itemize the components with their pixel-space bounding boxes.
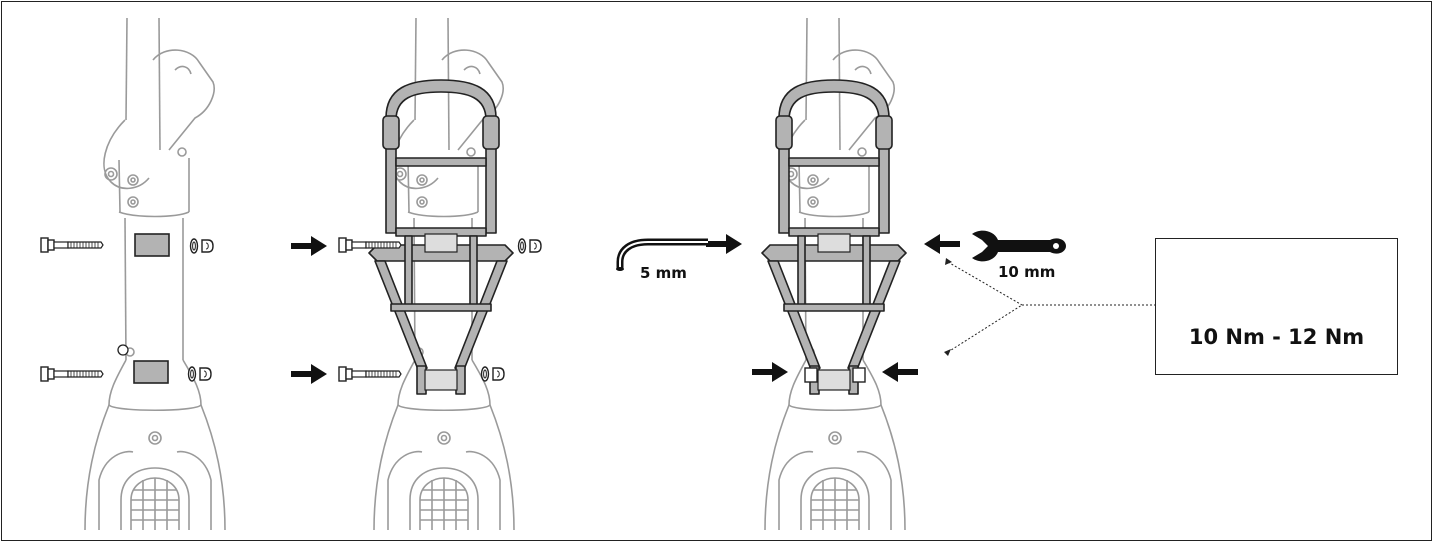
push-arrow-icon xyxy=(882,362,918,382)
lower-bolt-icon xyxy=(338,366,402,382)
step1-fork xyxy=(40,17,226,531)
torque-value: 10 Nm - 12 Nm xyxy=(1188,325,1365,349)
wrench-size-label: 10 mm xyxy=(998,263,1056,281)
push-arrow-icon xyxy=(752,362,788,382)
push-arrow-icon xyxy=(706,234,742,254)
lower-nut-icon xyxy=(187,366,212,382)
hex-key-size-label: 5 mm xyxy=(640,264,687,282)
push-arrow-icon xyxy=(924,234,960,254)
push-arrow-icon xyxy=(291,236,327,256)
upper-bolt-icon xyxy=(40,237,104,253)
upper-nut-icon xyxy=(189,238,214,254)
lower-nut-icon xyxy=(480,366,505,382)
push-arrow-icon xyxy=(291,364,327,384)
wrench-icon xyxy=(972,230,1066,262)
hex-key-icon xyxy=(616,238,708,271)
upper-nut-icon xyxy=(517,238,542,254)
lower-bolt-icon xyxy=(40,366,104,382)
torque-spec-box: 10 Nm - 12 Nm xyxy=(1155,238,1398,375)
step3-tightening xyxy=(616,17,1155,531)
step2-rack-placement xyxy=(291,17,542,531)
